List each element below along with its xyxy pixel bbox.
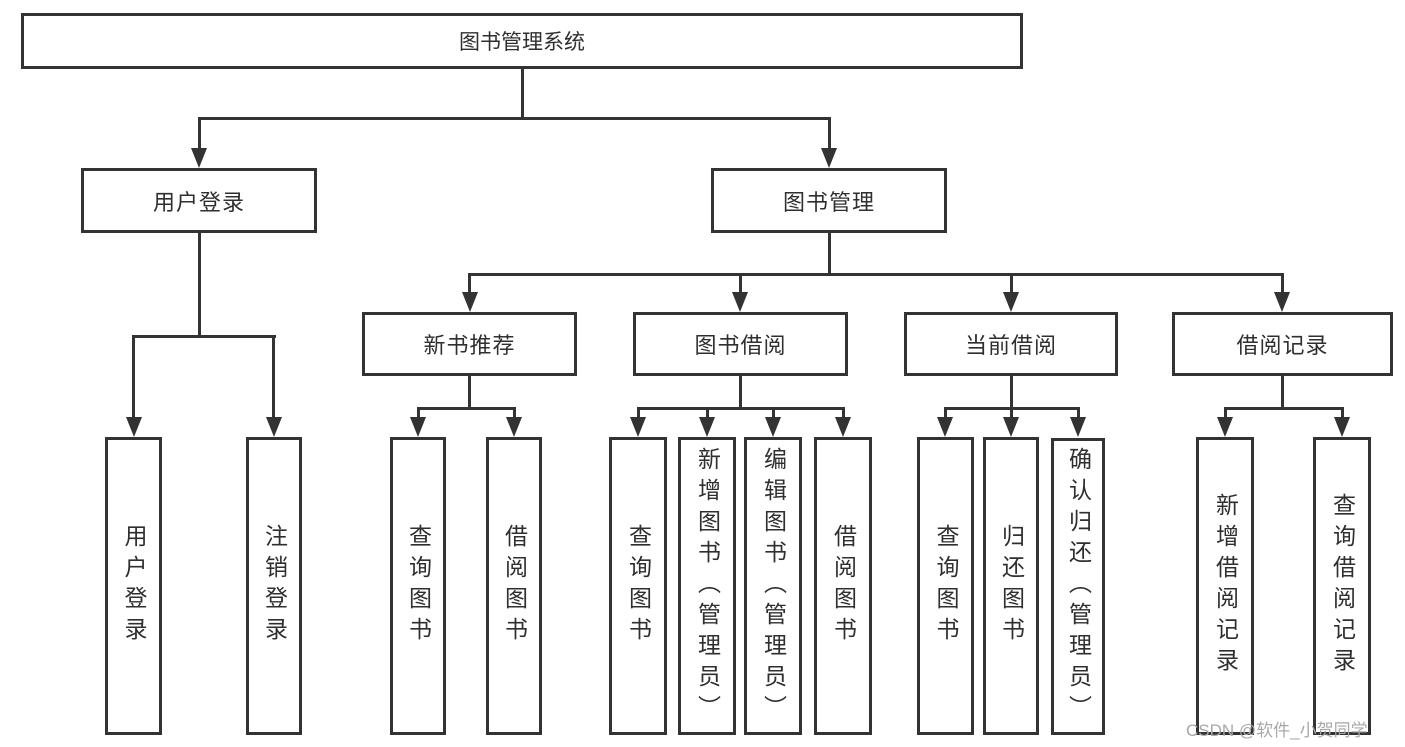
arrowhead-down <box>1003 417 1019 437</box>
connector-line <box>468 273 1284 276</box>
leaf-user-login: 用户登录 <box>105 437 162 735</box>
arrowhead-down <box>1334 417 1350 437</box>
connector-line <box>637 407 845 410</box>
arrowhead-down <box>937 417 953 437</box>
node-current-borrowing: 当前借阅 <box>904 312 1118 376</box>
node-root: 图书管理系统 <box>21 13 1023 69</box>
connector-line <box>198 117 201 150</box>
leaf-query-books-current: 查询图书 <box>917 437 974 735</box>
arrowhead-down <box>1003 292 1019 312</box>
leaf-add-borrow-record: 新增借阅记录 <box>1196 437 1254 735</box>
connector-line <box>1341 407 1344 421</box>
connector-line <box>468 376 471 410</box>
connector-line <box>468 273 471 295</box>
leaf-label: 归还图书 <box>998 524 1025 648</box>
leaf-label: 查询图书 <box>625 524 652 648</box>
leaf-query-borrow-record: 查询借阅记录 <box>1313 437 1371 735</box>
connector-line <box>637 407 640 421</box>
node-borrowing-records: 借阅记录 <box>1172 312 1393 376</box>
leaf-edit-book-admin: 编辑图书（管理员） <box>744 437 802 735</box>
connector-line <box>772 407 775 421</box>
arrowhead-down <box>1217 417 1233 437</box>
arrowhead-down <box>765 417 781 437</box>
arrowhead-down <box>699 417 715 437</box>
leaf-label: 查询图书 <box>405 524 432 648</box>
leaf-label: 借阅图书 <box>501 524 528 648</box>
node-root-label: 图书管理系统 <box>459 31 585 54</box>
connector-line <box>739 376 742 410</box>
connector-line <box>513 407 516 421</box>
connector-line <box>944 407 947 421</box>
arrowhead-down <box>506 417 522 437</box>
leaf-label: 借阅图书 <box>830 524 857 648</box>
connector-line <box>417 407 420 421</box>
connector-line <box>1010 407 1013 421</box>
node-user-login: 用户登录 <box>81 168 317 233</box>
connector-line <box>1224 407 1344 410</box>
node-book-management: 图书管理 <box>711 168 947 233</box>
connector-line <box>828 233 831 276</box>
node-label: 借阅记录 <box>1236 333 1329 358</box>
arrowhead-down <box>835 417 851 437</box>
connector-line <box>272 335 275 419</box>
connector-line <box>198 117 831 120</box>
leaf-add-book-admin: 新增图书（管理员） <box>678 437 736 735</box>
leaf-label: 注销登录 <box>261 524 288 648</box>
connector-line <box>739 273 742 295</box>
node-label: 用户登录 <box>152 189 245 215</box>
connector-line <box>132 335 276 338</box>
connector-line <box>1010 273 1013 295</box>
leaf-borrow-books: 借阅图书 <box>814 437 872 735</box>
node-label: 图书借阅 <box>694 333 787 358</box>
csdn-watermark: CSDN @软件_小贺同学 <box>1186 721 1368 740</box>
leaf-label: 确认归还（管理员） <box>1065 447 1092 726</box>
node-label: 图书管理 <box>782 189 875 215</box>
connector-line <box>842 407 845 421</box>
connector-line <box>1281 273 1284 295</box>
leaf-logout: 注销登录 <box>246 437 302 735</box>
node-book-borrowing: 图书借阅 <box>633 312 848 376</box>
connector-line <box>1010 376 1013 410</box>
leaf-query-books-borrowing: 查询图书 <box>609 437 667 735</box>
arrowhead-down <box>462 292 478 312</box>
arrowhead-down <box>126 417 142 437</box>
leaf-confirm-return-admin: 确认归还（管理员） <box>1051 438 1105 735</box>
leaf-label: 新增图书（管理员） <box>694 446 721 726</box>
node-label: 当前借阅 <box>964 333 1057 358</box>
leaf-return-books: 归还图书 <box>983 437 1039 735</box>
leaf-label: 编辑图书（管理员） <box>760 446 787 726</box>
leaf-query-books-recommend: 查询图书 <box>390 437 446 735</box>
connector-line <box>132 335 135 419</box>
connector-line <box>198 233 201 338</box>
arrowhead-down <box>1274 292 1290 312</box>
connector-line <box>1224 407 1227 421</box>
connector-line <box>521 66 524 120</box>
arrowhead-down <box>266 417 282 437</box>
arrowhead-down <box>191 148 207 168</box>
leaf-label: 用户登录 <box>121 524 147 648</box>
leaf-label: 查询借阅记录 <box>1329 493 1356 679</box>
arrowhead-down <box>732 292 748 312</box>
connector-line <box>1281 376 1284 410</box>
leaf-label: 查询图书 <box>933 524 959 648</box>
connector-line <box>417 407 516 410</box>
arrowhead-down <box>821 148 837 168</box>
arrowhead-down <box>410 417 426 437</box>
connector-line <box>828 117 831 150</box>
node-new-book-recommendation: 新书推荐 <box>362 312 577 376</box>
leaf-borrow-books-recommend: 借阅图书 <box>486 437 542 735</box>
connector-line <box>1077 407 1080 421</box>
arrowhead-down <box>1070 417 1086 437</box>
connector-line <box>706 407 709 421</box>
node-label: 新书推荐 <box>423 333 516 358</box>
leaf-label: 新增借阅记录 <box>1212 493 1239 679</box>
arrowhead-down <box>630 417 646 437</box>
